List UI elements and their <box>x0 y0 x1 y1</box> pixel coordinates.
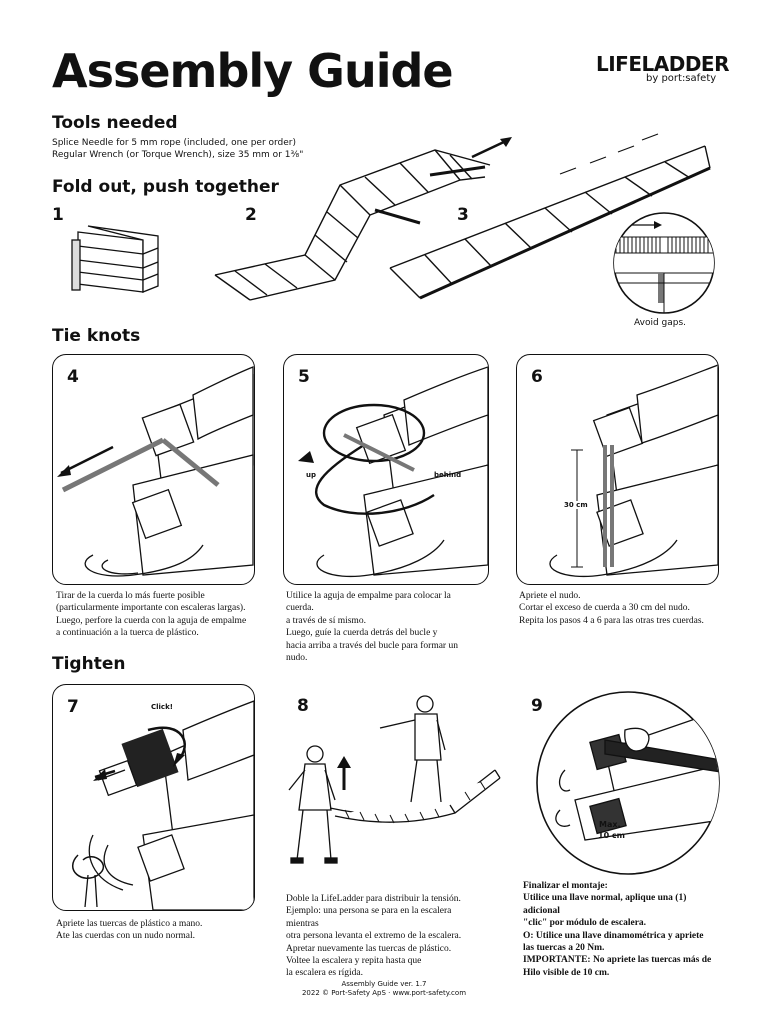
step-number-1: 1 <box>52 205 64 225</box>
step-4-panel: 4 <box>52 354 255 585</box>
step-number-9: 9 <box>531 696 543 716</box>
step-7-text: Apriete las tuercas de plástico a mano. … <box>56 919 203 942</box>
push-arrow-icon <box>471 137 512 159</box>
step-number-4: 4 <box>67 367 79 387</box>
unfolding-ladder-illustration <box>214 149 491 301</box>
footer-version: Assembly Guide ver. 1.7 <box>341 980 427 988</box>
step-4-illustration <box>57 366 254 577</box>
step-7-illustration <box>72 700 254 910</box>
footer-copyright: 2022 © Port-Safety ApS · www.port-safety… <box>301 989 467 997</box>
step-4-text: Tirar de la cuerda lo más fuerte posible… <box>56 591 247 639</box>
label-click: Click! <box>151 703 173 711</box>
page-title: Assembly Guide <box>52 44 454 98</box>
avoid-gaps-magnifier <box>613 212 715 314</box>
fold-heading: Fold out, push together <box>52 177 279 197</box>
step-number-3: 3 <box>457 205 469 225</box>
assembled-ladder-illustration <box>389 133 711 300</box>
step-number-6: 6 <box>531 367 543 387</box>
step-8-illustration <box>288 695 501 864</box>
label-10cm: 10 cm <box>598 831 625 840</box>
tighten-heading: Tighten <box>52 654 126 674</box>
label-up: up <box>306 471 316 479</box>
step-number-2: 2 <box>245 205 257 225</box>
step-6-illustration <box>549 364 718 578</box>
folded-ladder-illustration <box>71 225 159 293</box>
footer: Assembly Guide ver. 1.7 2022 © Port-Safe… <box>0 980 768 998</box>
tools-line-1: Splice Needle for 5 mm rope (included, o… <box>52 138 297 148</box>
knots-heading: Tie knots <box>52 326 141 346</box>
brand-logo-sub: by port:safety <box>646 73 717 84</box>
step-number-8: 8 <box>297 696 309 716</box>
step-7-panel: 7 Click! <box>52 684 255 911</box>
label-max: Max. <box>599 820 621 829</box>
step-8-text: Doble la LifeLadder para distribuir la t… <box>286 894 462 979</box>
tools-line-2: Regular Wrench (or Torque Wrench), size … <box>52 150 304 160</box>
step-number-7: 7 <box>67 697 79 717</box>
avoid-gaps-caption: Avoid gaps. <box>634 318 687 328</box>
step-9-illustration <box>536 691 720 875</box>
tools-heading: Tools needed <box>52 113 178 133</box>
brand-logo: LIFELADDER <box>596 52 730 76</box>
label-30cm: 30 cm <box>564 501 588 509</box>
step-5-illustration <box>298 366 488 578</box>
step-6-panel: 6 30 cm <box>516 354 719 585</box>
label-behind: behind <box>434 471 462 479</box>
step-5-text: Utilice la aguja de empalme para colocar… <box>286 591 458 664</box>
step-9-text: Finalizar el montaje: Utilice una llave … <box>523 881 712 978</box>
step-6-text: Apriete el nudo. Cortar el exceso de cue… <box>519 591 704 626</box>
step-number-5: 5 <box>298 367 310 387</box>
step-5-panel: 5 up behind <box>283 354 489 585</box>
